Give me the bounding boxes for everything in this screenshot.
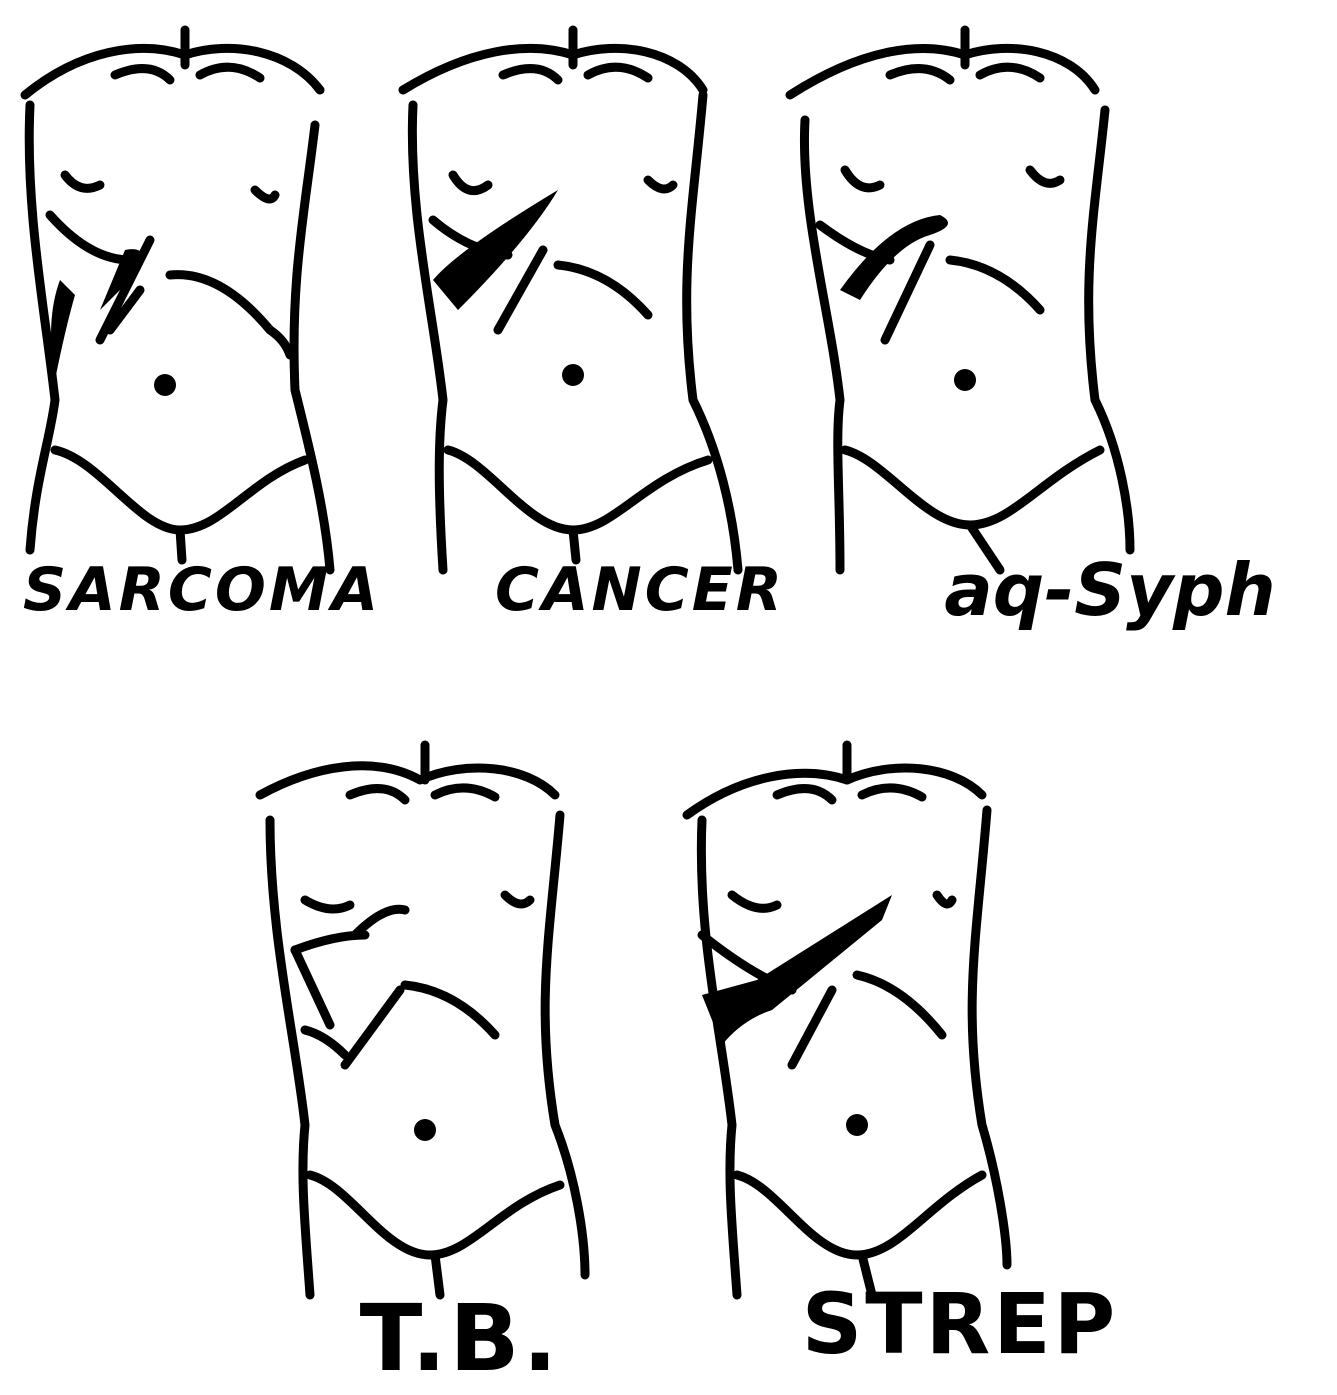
- torso-strep: [682, 735, 1012, 1295]
- caption-cancer: CANCER: [480, 555, 800, 625]
- torso-outline-icon: [800, 10, 1130, 570]
- caption-sarcoma: SARCOMA: [12, 555, 392, 625]
- torso-outline-icon: [20, 10, 350, 570]
- torso-outline-icon: [408, 10, 738, 570]
- torso-aq-syph: [800, 10, 1130, 570]
- torso-outline-icon: [255, 735, 585, 1295]
- torso-outline-icon: [682, 735, 1012, 1295]
- caption-tb: T.B.: [340, 1285, 580, 1392]
- torso-cancer: [408, 10, 738, 570]
- caption-strep: STREP: [795, 1275, 1125, 1373]
- torso-tb: [255, 735, 585, 1295]
- caption-aq-syph: aq-Syph: [890, 548, 1330, 632]
- torso-sarcoma: [20, 10, 350, 570]
